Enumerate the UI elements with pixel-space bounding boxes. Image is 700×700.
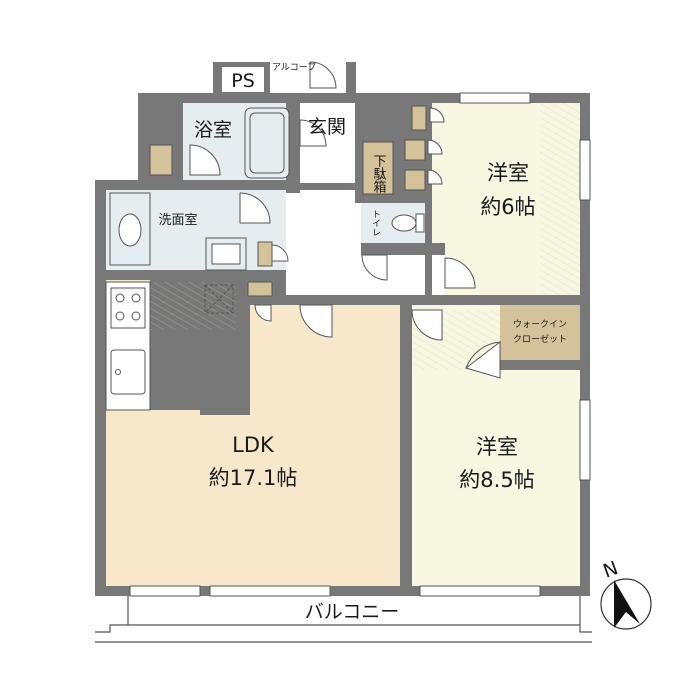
compass: N <box>600 557 652 630</box>
bedroom-small-size: 約6帖 <box>480 195 535 219</box>
bedroom-large-size: 約8.5帖 <box>459 468 534 492</box>
bedroom-small-name: 洋室 <box>487 161 529 185</box>
balcony <box>95 596 592 643</box>
balcony-name: バルコニー <box>305 601 400 623</box>
ldk-floor <box>106 280 400 586</box>
bath-name: 浴室 <box>194 119 232 141</box>
bedroom-large-name: 洋室 <box>476 435 518 459</box>
ps-box <box>222 67 264 92</box>
ps-name: PS <box>231 70 255 92</box>
compass-needle-icon <box>614 580 640 628</box>
ldk-size: 約17.1帖 <box>209 466 298 490</box>
storage-units <box>149 105 427 297</box>
entrance-name: 玄関 <box>308 116 346 138</box>
hall-floor <box>286 190 445 295</box>
shoe-box-name: 下駄箱 <box>371 154 387 193</box>
ldk-name: LDK <box>232 433 275 457</box>
alcove-name: アルコーブ <box>272 61 316 73</box>
walk-in-closet-line2: クローゼット <box>513 333 567 345</box>
washroom-name: 洗面室 <box>158 212 197 228</box>
walk-in-closet-floor <box>500 305 580 370</box>
kitchen-sink <box>110 349 146 395</box>
fixtures <box>109 107 425 395</box>
toilet-bowl <box>391 214 417 232</box>
windows <box>129 92 591 597</box>
walk-in-closet-line1: ウォークイン <box>513 319 567 330</box>
door-swings <box>189 61 501 379</box>
compass-label: N <box>600 557 621 583</box>
ldk-hatch <box>150 282 236 330</box>
room-labels: LDK 約17.1帖 洋室 約8.5帖 洋室 約6帖 浴室 玄関 洗面室 トイレ… <box>158 61 567 623</box>
fridge-space <box>204 284 234 314</box>
toilet-name: トイレ <box>370 210 381 237</box>
bedroom-small-hatch <box>540 103 580 295</box>
stove <box>110 287 146 329</box>
